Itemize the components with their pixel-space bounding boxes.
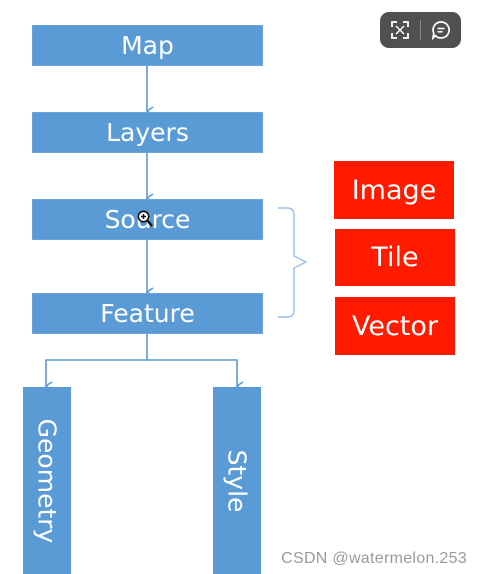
- source-type-image-label: Image: [351, 174, 437, 206]
- style-node: Style: [213, 387, 261, 574]
- layers-node-label: Layers: [106, 118, 189, 147]
- toolbar-divider: [420, 20, 421, 40]
- arrow-feature-to-style: [147, 359, 244, 391]
- source-type-image: Image: [334, 161, 454, 219]
- geometry-node-label: Geometry: [32, 418, 62, 543]
- source-node: Source: [32, 199, 263, 240]
- geometry-node: Geometry: [23, 387, 71, 574]
- map-node-label: Map: [121, 31, 174, 60]
- layers-node: Layers: [32, 112, 263, 153]
- watermark-text: CSDN @watermelon.253: [281, 550, 467, 567]
- source-types-brace: [278, 207, 308, 318]
- style-node-label: Style: [222, 449, 252, 512]
- source-type-vector-label: Vector: [351, 310, 439, 342]
- source-type-vector: Vector: [335, 297, 455, 355]
- comment-icon: [431, 21, 450, 40]
- fullscreen-icon: [391, 21, 409, 39]
- map-node: Map: [32, 25, 263, 66]
- source-type-tile: Tile: [335, 229, 455, 286]
- feature-node: Feature: [32, 293, 263, 334]
- arrow-feature-to-geometry: [44, 334, 148, 391]
- comment-button[interactable]: [421, 12, 461, 48]
- viewer-toolbar: [380, 12, 461, 48]
- source-type-tile-label: Tile: [371, 242, 419, 273]
- feature-node-label: Feature: [100, 299, 195, 328]
- zoom-cursor-icon: [137, 210, 153, 227]
- fullscreen-button[interactable]: [380, 12, 420, 48]
